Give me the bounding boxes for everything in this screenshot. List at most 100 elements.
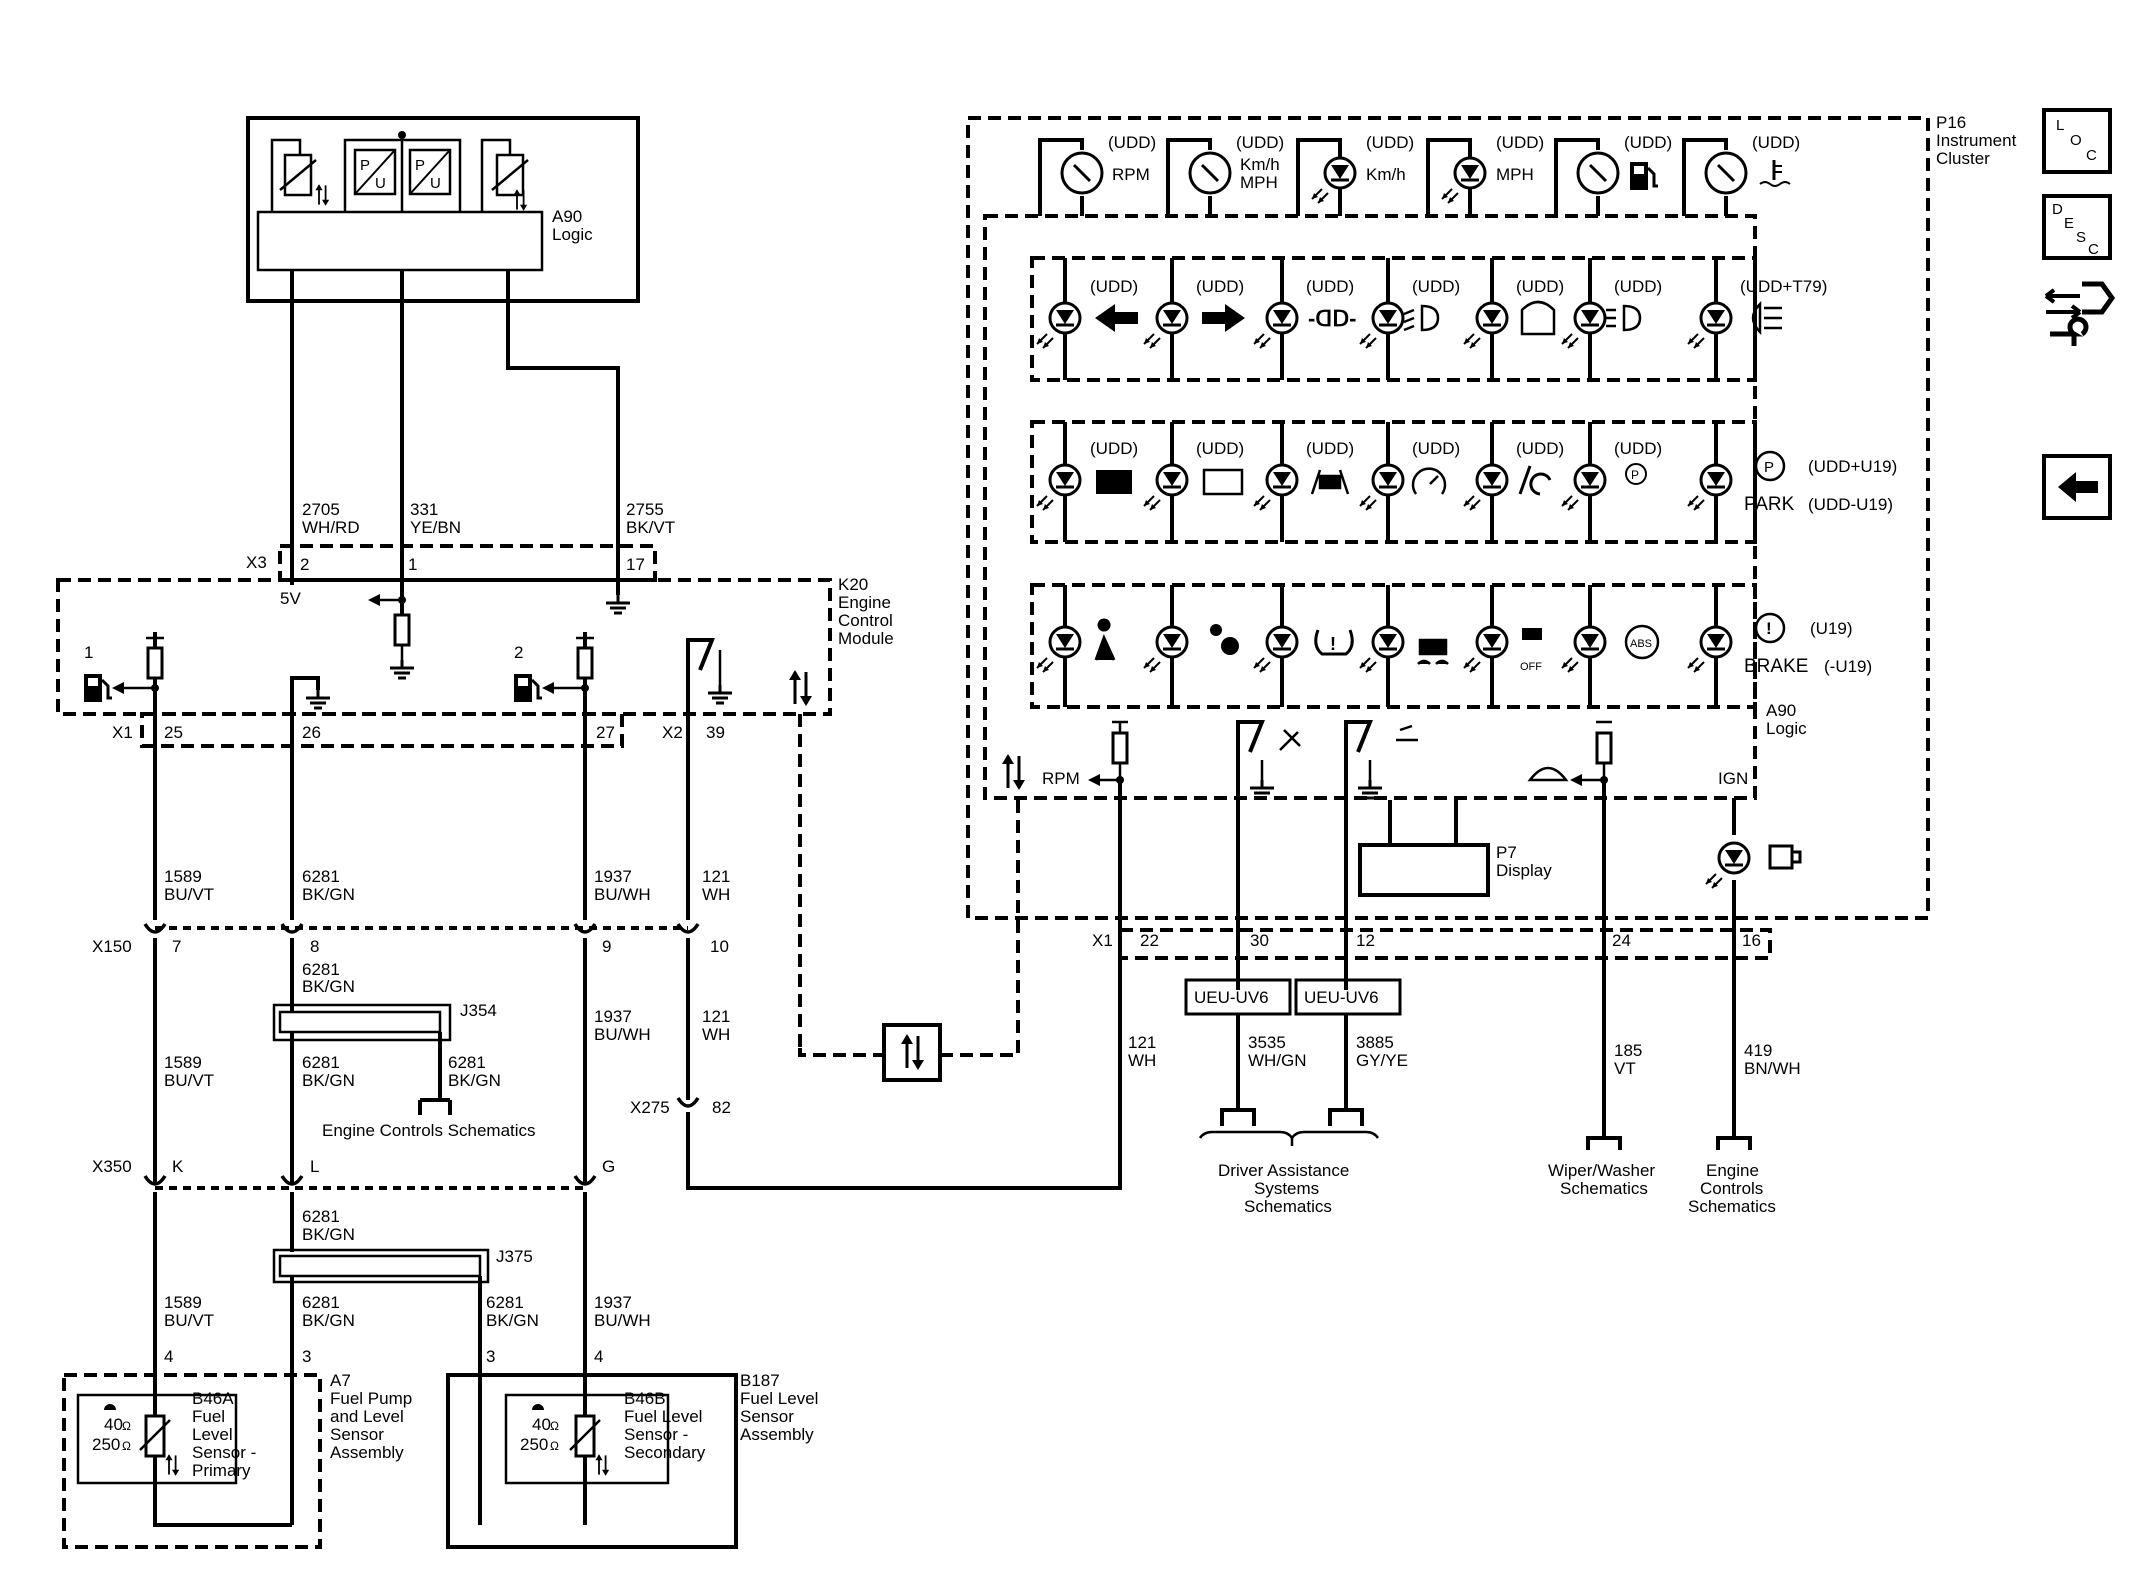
b46a-ohm-40: 40 <box>104 1415 123 1434</box>
back-arrow-icon <box>2058 472 2098 502</box>
indicator-airbag <box>1142 585 1239 707</box>
security-icon <box>1096 470 1132 494</box>
loc-letter-o: O <box>2070 132 2082 149</box>
ign-label: IGN <box>1718 769 1748 788</box>
check-engine-icon <box>1768 844 1802 870</box>
left-arrow-icon <box>1095 304 1138 332</box>
w1589-color-3: BU/VT <box>164 1311 214 1330</box>
w6281-circuit-5: 6281 <box>302 1207 340 1226</box>
pu2-p: P <box>415 157 425 174</box>
b46a-name-3: Sensor - <box>192 1443 256 1462</box>
tp-mark: ! <box>1330 634 1336 654</box>
desc-letter-s: S <box>2076 229 2086 246</box>
k20-name-2: Control <box>838 611 893 630</box>
ref-engine-2c: Schematics <box>1688 1197 1776 1216</box>
k20-id: K20 <box>838 575 868 594</box>
gauge-fuel: (UDD) <box>1554 133 1672 216</box>
p16-name-1: Instrument <box>1936 131 2017 150</box>
w331-circuit: 331 <box>410 500 438 519</box>
a7-id: A7 <box>330 1371 351 1390</box>
p16-id: P16 <box>1936 113 1966 132</box>
w3885-color: GY/YE <box>1356 1051 1408 1070</box>
x1-pin-25: 25 <box>164 723 183 742</box>
rt-udd: (UDD) <box>1196 277 1244 296</box>
b46b-ohm-40-unit: Ω <box>550 1419 559 1433</box>
x2-pin-39: 39 <box>706 723 725 742</box>
abs-icon <box>1624 624 1660 660</box>
indicator-parking-lamps: (UDD) -ᗡᗞ- <box>1252 258 1356 380</box>
desc-button[interactable]: D E S C <box>2042 194 2112 260</box>
gauge-row: (UDD) RPM (UDD) Km/h MPH (UDD) Km/h (UDD… <box>1038 133 1800 216</box>
w121-color-1: WH <box>702 885 730 904</box>
cx1-label: X1 <box>1092 931 1113 950</box>
indicator-stability <box>1358 585 1449 707</box>
ld-udd: (UDD) <box>1306 439 1354 458</box>
indicator-row-1: (UDD) (UDD) (UDD) -ᗡᗞ- (UDD) (UDD) (UDD)… <box>1035 258 1827 380</box>
service-park-icon <box>1625 463 1647 485</box>
ref-wiper-1: Wiper/Washer <box>1548 1161 1655 1180</box>
ref-engine-controls-1: Engine Controls Schematics <box>322 1121 536 1140</box>
a7-name-2: and Level <box>330 1407 404 1426</box>
headlamp-auto-icon <box>1396 724 1418 742</box>
cluster-x1-wiring: X1 22 30 12 24 16 UEU-UV6 UEU-UV6 3535 W… <box>1092 780 1801 1216</box>
x1-pin-26: 26 <box>302 723 321 742</box>
loc-button[interactable]: L O C <box>2042 108 2112 174</box>
traction-off-label: OFF <box>1520 661 1542 673</box>
j354-label: J354 <box>460 1001 497 1020</box>
b46b-id: B46B <box>624 1389 666 1408</box>
x350-pin-g: G <box>602 1157 615 1176</box>
x350-pin-l: L <box>310 1157 319 1176</box>
indicator-rear-defog: (UDD) <box>1462 258 1564 380</box>
p7-name: Display <box>1496 861 1552 880</box>
x150-pin-8: 8 <box>310 937 319 956</box>
back-button[interactable] <box>2042 454 2112 520</box>
b46a-name-1: Fuel <box>192 1407 225 1426</box>
fl-udd: (UDD+T79) <box>1740 277 1827 296</box>
ref-driver-assist-2: Systems <box>1254 1179 1319 1198</box>
w6281-color-6: BK/GN <box>302 1311 355 1330</box>
x1-label: X1 <box>112 723 133 742</box>
parking-lamps-icon: -ᗡᗞ- <box>1308 306 1356 331</box>
indicator-lane-departure: (UDD) <box>1252 422 1354 542</box>
b187-name-1: Fuel Level <box>740 1389 818 1408</box>
abs-label: ABS <box>1630 638 1652 650</box>
indicator-tire-pressure: ! <box>1252 585 1354 707</box>
b46a-name-2: Level <box>192 1425 233 1444</box>
a7-name-3: Sensor <box>330 1425 384 1444</box>
w6281-circuit-1: 6281 <box>302 867 340 886</box>
desc-letter-c: C <box>2088 241 2099 258</box>
w6281-circuit-6: 6281 <box>302 1293 340 1312</box>
a7-name-4: Assembly <box>330 1443 404 1462</box>
led-mph-udd: (UDD) <box>1496 133 1544 152</box>
low-beam-icon <box>1403 304 1440 332</box>
w331-color: YE/BN <box>410 518 461 537</box>
p16-instrument-cluster: P16 Instrument Cluster A90 Logic <box>966 113 2017 920</box>
loc-letter-c: C <box>2086 147 2097 164</box>
k20-name-1: Engine <box>838 593 891 612</box>
cr-udd: (UDD) <box>1412 439 1460 458</box>
w6281-color-7: BK/GN <box>486 1311 539 1330</box>
auto-lamps-icon <box>1606 304 1642 332</box>
a90-wires: 2705 WH/RD 331 YE/BN 2755 BK/VT <box>290 270 675 555</box>
park-udd-minus-u19: (UDD-U19) <box>1808 495 1893 514</box>
b46a-pin-4: 4 <box>164 1347 173 1366</box>
airbag-icon <box>1210 624 1222 636</box>
ref-wiper-2: Schematics <box>1560 1179 1648 1198</box>
gauge-kmh-mph: (UDD) Km/h MPH <box>1166 133 1284 216</box>
traction-off-icon <box>1522 628 1542 640</box>
indicator-auto-lamps: (UDD) <box>1560 258 1662 380</box>
b46a-name-4: Primary <box>192 1461 251 1480</box>
brake-mark: ! <box>1766 619 1772 638</box>
led-mph-label: MPH <box>1496 165 1534 184</box>
w3535-circuit: 3535 <box>1248 1033 1286 1052</box>
w1937-circuit-1: 1937 <box>594 867 632 886</box>
indicator-right-turn: (UDD) <box>1142 258 1245 380</box>
w121-color-3: WH <box>1128 1051 1156 1070</box>
pu1-u: U <box>375 175 386 192</box>
w121-circuit-3: 121 <box>1128 1033 1156 1052</box>
w121-circuit-1: 121 <box>702 867 730 886</box>
indicator-park: P (UDD+U19) PARK (UDD-U19) <box>1686 422 1897 542</box>
p7-id: P7 <box>1496 843 1517 862</box>
a90-top-module: A90 Logic P U P U <box>246 116 640 303</box>
connector-end-view-button[interactable] <box>2044 281 2116 346</box>
